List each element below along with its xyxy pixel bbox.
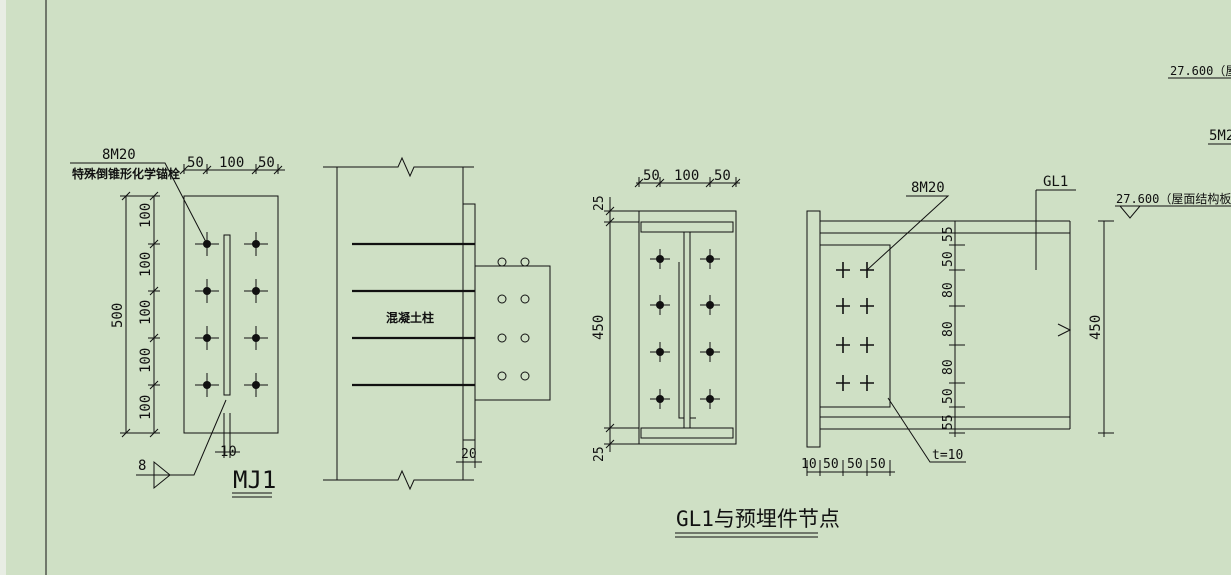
gl1-section: 50 100 50 25 25 450 (591, 168, 741, 462)
mj1-weld-size: 8 (138, 458, 146, 474)
mj1-anchor-note: 特殊倒锥形化学锚栓 (72, 166, 180, 181)
gl1-bottom-dim-4: 50 (870, 457, 886, 472)
mj1-detail: 50 100 50 100 100 100 100 100 500 8M20 特… (70, 147, 285, 498)
gl1-bottom-dim-2: 50 (823, 457, 839, 472)
right-level-top: 27.600（屋面 (1170, 64, 1231, 78)
right-bolt-partial: 5M2 (1209, 128, 1231, 144)
mj1-top-dim-2: 100 (219, 155, 244, 171)
column-label: 混凝土柱 (386, 310, 434, 325)
column-beam-plate (474, 265, 551, 401)
column-plate-dim: 20 (461, 447, 477, 462)
mj1-top-dim-1: 50 (187, 155, 204, 171)
gl1-right-dim-1: 55 (941, 226, 956, 242)
gl1-section-flange-dim-bottom: 25 (592, 446, 607, 462)
gl1-right-dim-3: 80 (941, 282, 956, 298)
gl1-section-top-dim-3: 50 (714, 168, 731, 184)
gl1-elevation: 8M20 GL1 27.600（屋面结构板面+0.6 55 50 80 80 8… (801, 174, 1231, 476)
gl1-section-height: 450 (591, 315, 607, 340)
gl1-right-dim-7: 55 (941, 414, 956, 430)
gl1-right-dim-2: 50 (941, 251, 956, 267)
column-end-plate (462, 203, 476, 441)
mj1-plate-thk: 10 (220, 444, 237, 460)
gl1-end-plate (806, 210, 821, 448)
gl1-bottom-dim-1: 10 (801, 457, 817, 472)
gl1-section-top-dim-2: 100 (674, 168, 699, 184)
drawing-title-underline (675, 532, 818, 538)
mj1-bolts (195, 232, 268, 397)
mj1-total-height: 500 (110, 303, 126, 328)
gl1-right-dim-5: 80 (941, 359, 956, 375)
gl1-beam-label: GL1 (1043, 174, 1068, 190)
mj1-title: MJ1 (233, 466, 276, 494)
column-view: 混凝土柱 20 (323, 156, 551, 491)
mj1-side-dim-1: 100 (138, 203, 154, 228)
gl1-right-dim-6: 50 (941, 388, 956, 404)
mj1-side-dim-2: 100 (138, 252, 154, 277)
gl1-bottom-dim-3: 50 (847, 457, 863, 472)
gl1-shear-plate (819, 244, 891, 408)
mj1-side-dim-3: 100 (138, 300, 154, 325)
mj1-side-dim-4: 100 (138, 348, 154, 373)
mj1-bolt-label: 8M20 (102, 147, 136, 163)
gl1-plate-thk: t=10 (932, 448, 963, 463)
mj1-top-dim-3: 50 (258, 155, 275, 171)
mj1-side-dim-5: 100 (138, 395, 154, 420)
mj1-plate (183, 195, 279, 434)
gl1-level-label: 27.600（屋面结构板面+0.6 (1116, 191, 1231, 206)
gl1-section-plate (638, 210, 737, 445)
gl1-section-flange-dim-top: 25 (592, 195, 607, 211)
gl1-section-bolts (650, 249, 720, 409)
mj1-center-plate (223, 234, 231, 396)
gl1-bolt-label: 8M20 (911, 180, 945, 196)
drawing-title: GL1与预埋件节点 (676, 507, 840, 531)
gl1-elevation-height: 450 (1088, 315, 1104, 340)
gl1-section-top-dim-1: 50 (643, 168, 660, 184)
gl1-elevation-bolts (836, 262, 874, 391)
left-margin (0, 0, 6, 575)
gl1-right-dim-4: 80 (941, 321, 956, 337)
